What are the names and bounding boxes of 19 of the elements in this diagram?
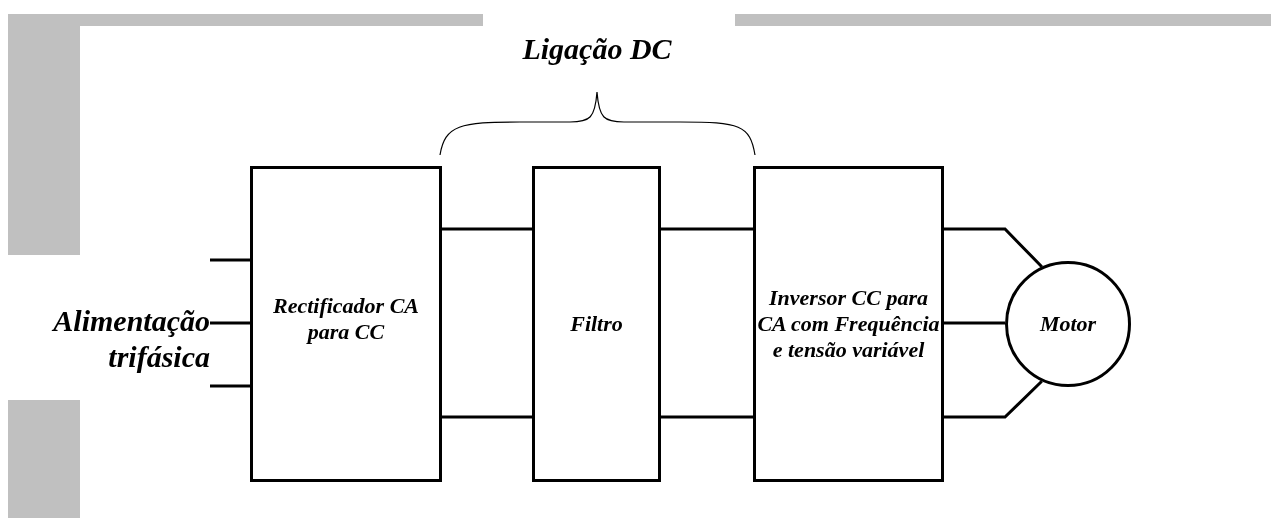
connector-line: [210, 321, 250, 325]
input-label: Alimentação trifásica: [18, 296, 214, 382]
block-box: [532, 166, 661, 482]
block-box: [753, 166, 944, 482]
block-box: [250, 166, 442, 482]
connector-line: [661, 227, 753, 231]
connector-line: [944, 321, 1005, 325]
block-label: Filtro: [570, 311, 623, 337]
connector-line: [661, 415, 753, 419]
block-label: Rectificador CA para CC: [271, 293, 420, 345]
connector-line: [210, 258, 250, 262]
connector-line: [944, 380, 1043, 419]
connector-line: [210, 384, 250, 388]
block-label: Inversor CC para CA com Frequência e tensão variável: [756, 285, 941, 363]
bracket-label: Ligação DC: [521, 32, 673, 66]
connector-line: [442, 415, 532, 419]
connector-line: [944, 227, 1043, 268]
block-label: Motor: [1039, 311, 1097, 337]
connector-line: [442, 227, 532, 231]
